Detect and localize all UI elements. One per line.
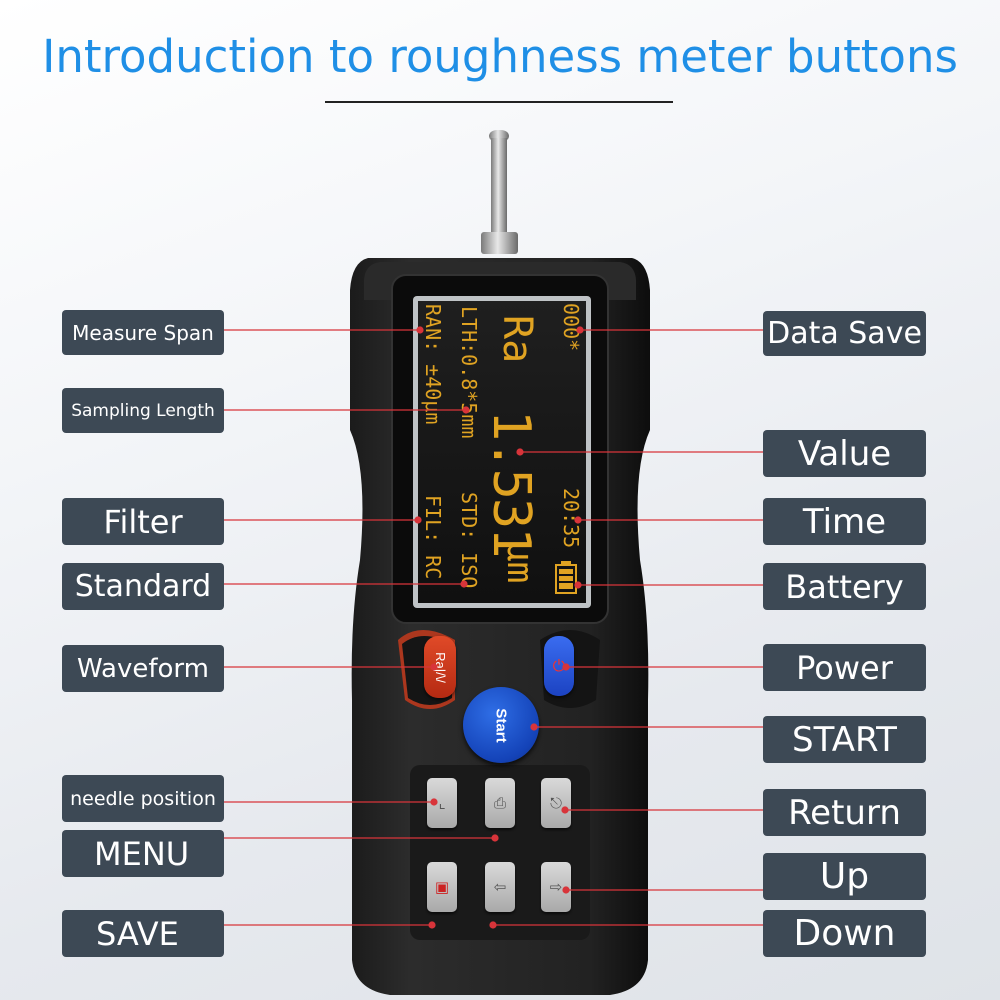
label-standard: Standard — [62, 563, 224, 610]
label-data-save: Data Save — [763, 311, 926, 356]
title-underline — [325, 101, 673, 103]
up-key[interactable]: ⇨ — [541, 862, 571, 912]
label-battery: Battery — [763, 563, 926, 610]
label-menu: MENU — [62, 830, 224, 877]
start-button[interactable]: Start — [463, 687, 539, 763]
label-time: Time — [763, 498, 926, 545]
save-icon: ▣ — [434, 878, 450, 896]
label-power: Power — [763, 644, 926, 691]
power-button[interactable]: ⏻ — [544, 636, 574, 696]
label-return: Return — [763, 789, 926, 836]
label-up: Up — [763, 853, 926, 900]
probe-collar — [481, 232, 518, 254]
return-icon: ⎋ — [550, 794, 562, 812]
menu-key[interactable]: ⎙ — [485, 778, 515, 828]
label-waveform: Waveform — [62, 645, 224, 692]
down-key[interactable]: ⇦ — [485, 862, 515, 912]
label-save: SAVE — [62, 910, 224, 957]
label-filter: Filter — [62, 498, 224, 545]
label-down: Down — [763, 910, 926, 957]
save-key[interactable]: ▣ — [427, 862, 457, 912]
label-needle-position: needle position — [62, 775, 224, 822]
label-value: Value — [763, 430, 926, 477]
power-icon: ⏻ — [552, 656, 566, 675]
label-start: START — [763, 716, 926, 763]
left-arrow-icon: ⇦ — [493, 878, 507, 896]
probe-shaft — [491, 138, 507, 238]
needle-position-icon: ⌞ — [438, 794, 446, 812]
page-title: Introduction to roughness meter buttons — [42, 30, 958, 83]
battery-icon — [555, 561, 577, 594]
label-sampling-length: Sampling Length — [62, 388, 224, 433]
menu-icon: ⎙ — [493, 794, 506, 812]
label-measure-span: Measure Span — [62, 310, 224, 355]
return-key[interactable]: ⎋ — [541, 778, 571, 828]
right-arrow-icon: ⇨ — [549, 878, 563, 896]
